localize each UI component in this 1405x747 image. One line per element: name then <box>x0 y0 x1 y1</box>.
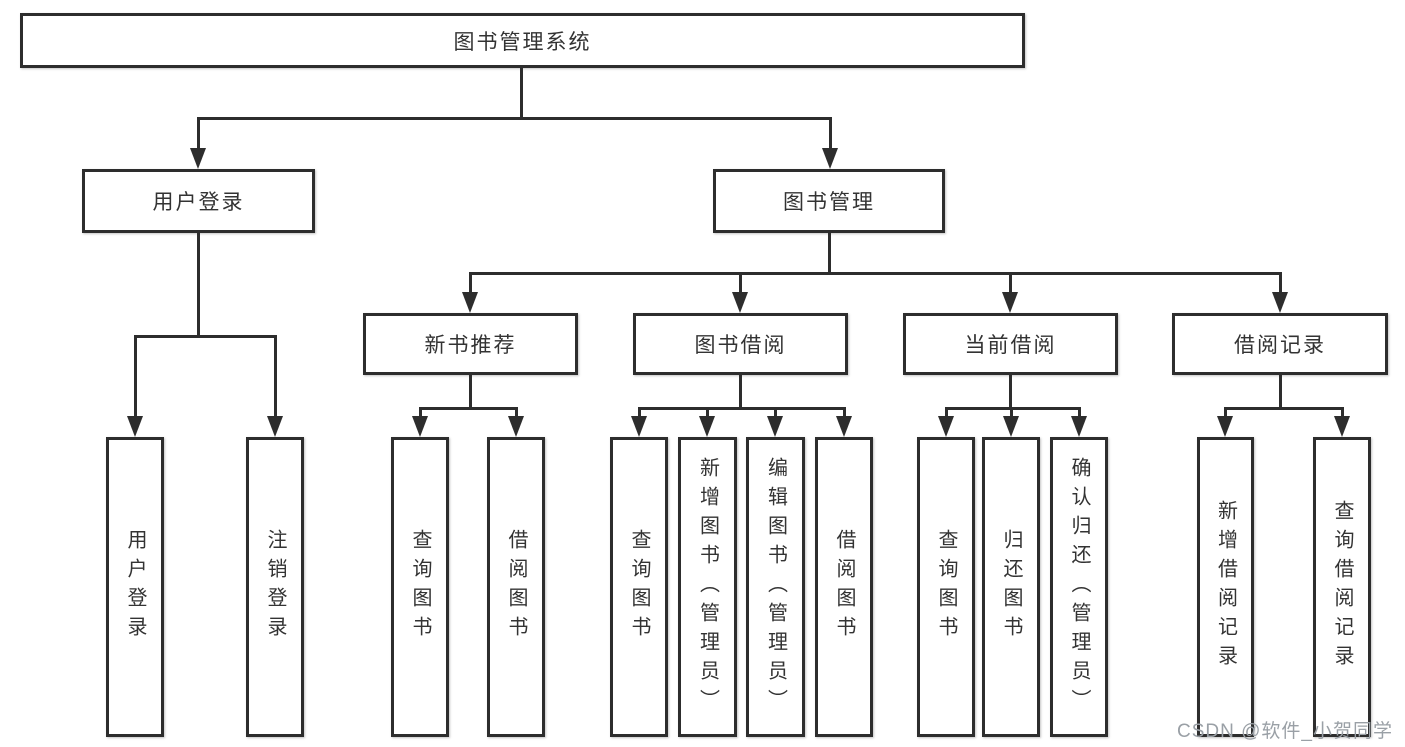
arrowhead-down-icon <box>631 416 647 437</box>
csdn-watermark: CSDN @软件_小贺同学 <box>1177 721 1393 742</box>
leaf-borrow-books-recommend: 借阅图书 <box>487 437 545 737</box>
leaf-label: 借阅图书 <box>505 529 527 645</box>
connector-line-vertical <box>418 408 422 418</box>
leaf-label: 查询借阅记录 <box>1331 500 1353 674</box>
leaf-edit-books-admin: 编辑图书（管理员） <box>746 437 805 737</box>
connector-line-vertical <box>1077 408 1081 418</box>
connector-line-vertical <box>1008 375 1012 408</box>
leaf-add-books-admin: 新增图书（管理员） <box>678 437 737 737</box>
leaf-query-books-recommend: 查询图书 <box>391 437 449 737</box>
connector-line-horizontal <box>944 406 1081 410</box>
arrowhead-down-icon <box>822 148 838 169</box>
connector-line-vertical <box>738 273 742 293</box>
connector-line-vertical <box>196 233 200 336</box>
connector-line-vertical <box>738 375 742 408</box>
connector-line-vertical <box>1008 273 1012 293</box>
connector-line-horizontal <box>637 406 846 410</box>
node-book-borrowing: 图书借阅 <box>633 313 848 375</box>
leaf-query-books-borrowing: 查询图书 <box>610 437 668 737</box>
leaf-label: 确认归还（管理员） <box>1068 456 1090 718</box>
leaf-add-borrow-record: 新增借阅记录 <box>1197 437 1254 737</box>
node-new-book-recommend: 新书推荐 <box>363 313 578 375</box>
connector-line-vertical <box>196 118 200 150</box>
node-library-management-system: 图书管理系统 <box>20 13 1025 68</box>
connector-line-vertical <box>773 408 777 418</box>
arrowhead-down-icon <box>508 416 524 437</box>
arrowhead-down-icon <box>1071 416 1087 437</box>
connector-line-vertical <box>944 408 948 418</box>
arrowhead-down-icon <box>732 292 748 313</box>
arrowhead-down-icon <box>1272 292 1288 313</box>
leaf-label: 编辑图书（管理员） <box>764 456 787 718</box>
node-current-borrowing: 当前借阅 <box>903 313 1118 375</box>
arrowhead-down-icon <box>127 416 143 437</box>
arrowhead-down-icon <box>412 416 428 437</box>
connector-line-vertical <box>133 336 137 418</box>
leaf-query-borrow-record: 查询借阅记录 <box>1313 437 1371 737</box>
connector-line-vertical <box>468 273 472 293</box>
leaf-label: 借阅图书 <box>833 529 855 645</box>
arrowhead-down-icon <box>938 416 954 437</box>
leaf-label: 查询图书 <box>409 529 431 645</box>
arrowhead-down-icon <box>1217 416 1233 437</box>
connector-line-vertical <box>827 233 831 273</box>
connector-line-vertical <box>828 118 832 150</box>
connector-line-vertical <box>637 408 641 418</box>
arrowhead-down-icon <box>462 292 478 313</box>
leaf-label: 归还图书 <box>1000 529 1022 645</box>
connector-line-horizontal <box>418 406 518 410</box>
arrowhead-down-icon <box>1003 416 1019 437</box>
connector-line-horizontal <box>1223 406 1344 410</box>
connector-line-horizontal <box>133 334 277 338</box>
arrowhead-down-icon <box>767 416 783 437</box>
connector-line-vertical <box>1340 408 1344 418</box>
leaf-label: 新增图书（管理员） <box>696 456 719 718</box>
arrowhead-down-icon <box>190 148 206 169</box>
leaf-label: 用户登录 <box>124 529 146 645</box>
node-book-management: 图书管理 <box>713 169 945 233</box>
leaf-query-books-current: 查询图书 <box>917 437 975 737</box>
node-user-login: 用户登录 <box>82 169 315 233</box>
leaf-borrow-books: 借阅图书 <box>815 437 873 737</box>
leaf-label: 查询图书 <box>935 529 957 645</box>
connector-line-vertical <box>273 336 277 418</box>
connector-line-vertical <box>1278 375 1282 408</box>
connector-line-vertical <box>514 408 518 418</box>
arrowhead-down-icon <box>699 416 715 437</box>
arrowhead-down-icon <box>1334 416 1350 437</box>
connector-line-vertical <box>1223 408 1227 418</box>
connector-line-vertical <box>1009 408 1013 418</box>
connector-line-horizontal <box>468 271 1282 275</box>
connector-line-horizontal <box>196 116 832 120</box>
leaf-label: 查询图书 <box>628 529 650 645</box>
leaf-label: 注销登录 <box>264 529 286 645</box>
connector-line-vertical <box>519 68 523 118</box>
connector-line-vertical <box>842 408 846 418</box>
arrowhead-down-icon <box>267 416 283 437</box>
node-borrowing-records: 借阅记录 <box>1172 313 1388 375</box>
leaf-confirm-return-admin: 确认归还（管理员） <box>1050 437 1108 737</box>
arrowhead-down-icon <box>1002 292 1018 313</box>
connector-line-vertical <box>705 408 709 418</box>
leaf-return-books: 归还图书 <box>982 437 1040 737</box>
connector-line-vertical <box>1278 273 1282 293</box>
leaf-label: 新增借阅记录 <box>1214 500 1237 674</box>
leaf-logout: 注销登录 <box>246 437 304 737</box>
arrowhead-down-icon <box>836 416 852 437</box>
leaf-user-login: 用户登录 <box>106 437 164 737</box>
connector-line-vertical <box>468 375 472 408</box>
